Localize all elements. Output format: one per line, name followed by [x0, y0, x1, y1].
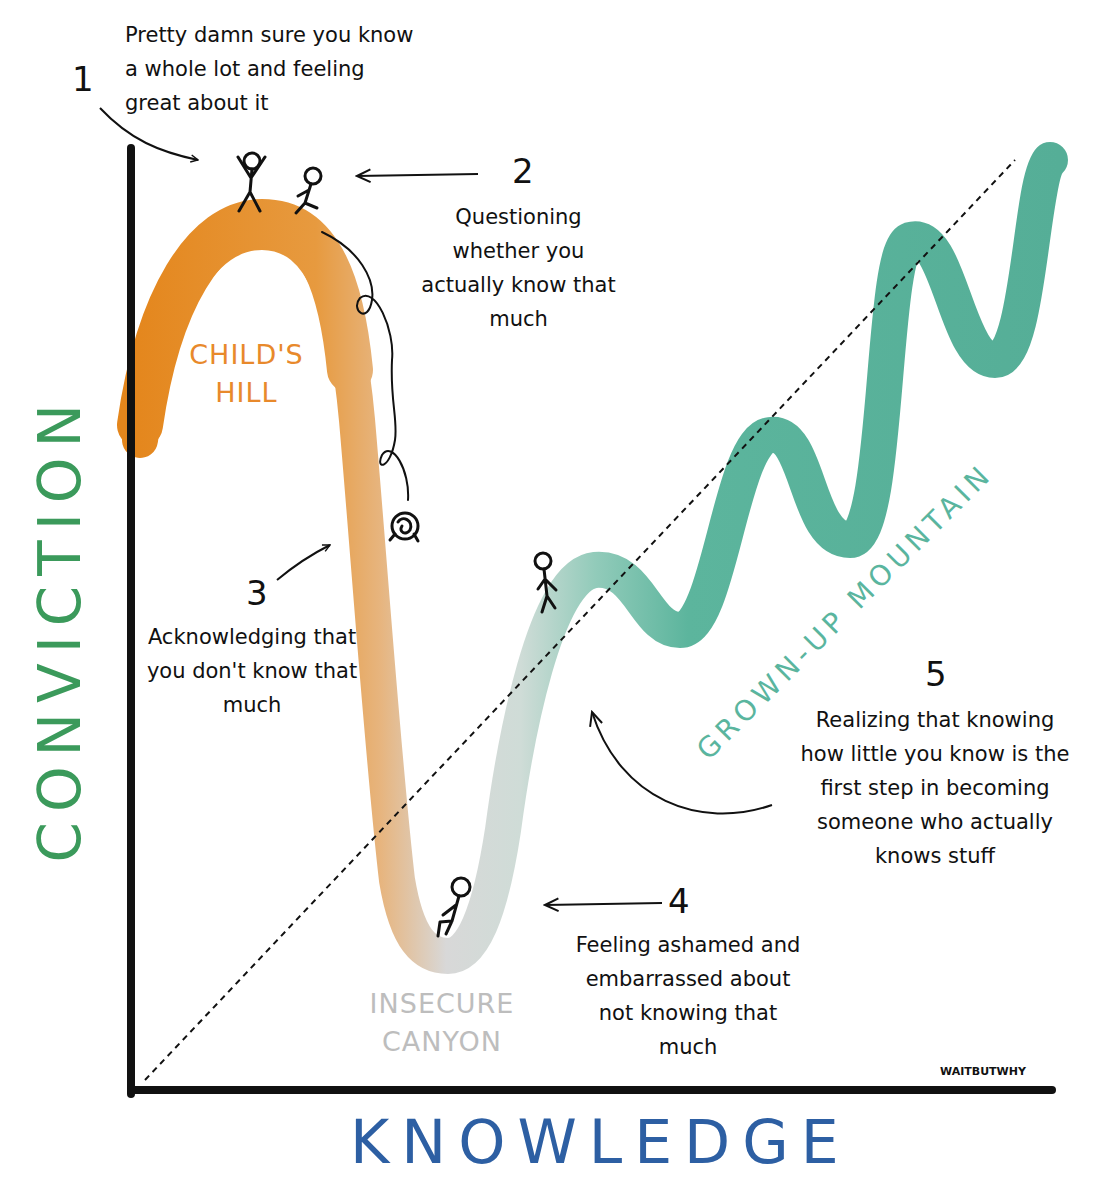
diagonal-dashed — [145, 160, 1015, 1080]
annotation-text: Realizing that knowing how little you kn… — [795, 703, 1075, 873]
annotation-text: Questioning whether you actually know th… — [416, 200, 621, 336]
watermark: WAITBUTWHY — [940, 1066, 1026, 1079]
leader-arrows — [100, 108, 772, 905]
callout-number: 3 — [246, 574, 268, 613]
callout-number: 2 — [512, 152, 534, 191]
terrain-band — [140, 160, 1050, 956]
axis-title: CONVICTION — [27, 394, 94, 862]
annotation-text: Feeling ashamed and embarrassed about no… — [572, 928, 804, 1064]
hill-thickening — [140, 222, 350, 425]
axis-title: KNOWLEDGE — [350, 1108, 851, 1177]
region-label: INSECURE CANYON — [347, 985, 537, 1061]
annotation-text: Pretty damn sure you know a whole lot an… — [125, 18, 417, 120]
callout-number: 5 — [925, 655, 947, 694]
stick-figures — [238, 153, 556, 936]
x-axis — [131, 1086, 1052, 1094]
annotation-text: Acknowledging that you don't know that m… — [146, 620, 358, 722]
callout-number: 1 — [72, 60, 94, 99]
region-label: CHILD'S HILL — [179, 336, 314, 412]
y-axis — [127, 148, 135, 1094]
callout-number: 4 — [668, 882, 690, 921]
